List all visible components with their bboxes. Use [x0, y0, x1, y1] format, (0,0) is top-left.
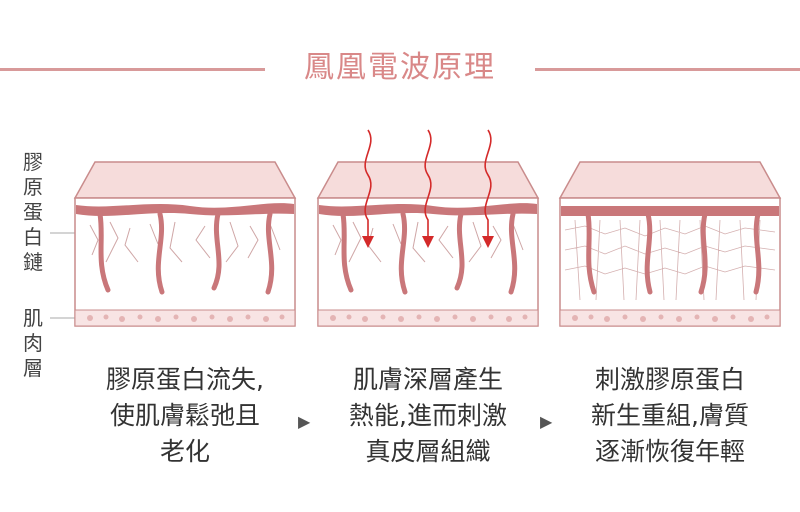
- collagen-label: 膠 原 蛋 白 鏈: [20, 150, 46, 275]
- step-arrow-icon: ▶: [298, 412, 311, 431]
- muscle-layer: [559, 309, 781, 327]
- blood-vessel: [585, 211, 597, 295]
- collagen-label-char: 蛋: [23, 200, 43, 224]
- page-title: 鳳凰電波原理: [304, 50, 496, 85]
- caption-line: 使肌膚鬆弛且: [109, 401, 260, 430]
- collagen-label-char: 鏈: [23, 250, 43, 274]
- muscle-layer: [74, 309, 296, 327]
- caption-line: 熱能,進而刺激: [349, 401, 507, 430]
- blood-vessel: [644, 211, 653, 295]
- blood-vessel: [340, 211, 354, 293]
- heat-arrowhead: [362, 236, 374, 248]
- muscle-label-char: 肌: [23, 306, 43, 330]
- muscle-dots: [87, 314, 285, 322]
- step-arrow-icon: ▶: [540, 412, 553, 431]
- blood-vessel: [97, 211, 111, 293]
- muscle-label: 肌 肉 層: [20, 306, 46, 381]
- dermis-band: [76, 203, 294, 216]
- collagen-network: [564, 219, 776, 301]
- caption-line: 刺激膠原蛋白: [594, 365, 745, 394]
- blood-vessel: [698, 211, 708, 295]
- muscle-dots: [572, 314, 770, 322]
- collagen-fibers: [89, 221, 281, 263]
- heat-arrowhead: [422, 236, 434, 248]
- muscle-label-char: 肉: [23, 331, 43, 355]
- blood-vessel: [211, 211, 222, 291]
- caption-line: 膠原蛋白流失,: [106, 365, 264, 394]
- skin-panel-renewed: [558, 161, 782, 327]
- skin-panel-aged: [73, 161, 297, 327]
- skin-block: [317, 197, 539, 327]
- caption-line: 逐漸恢復年輕: [594, 437, 745, 466]
- caption-line: 新生重組,膚質: [591, 401, 749, 430]
- title-line-left: [0, 68, 265, 71]
- heat-wave-arrow: [364, 129, 372, 240]
- title-line-right: [535, 68, 800, 71]
- caption-line: 老化: [159, 437, 210, 466]
- epidermis-top: [316, 161, 540, 199]
- epidermis-top: [558, 161, 782, 199]
- heat-arrowhead: [482, 236, 494, 248]
- muscle-layer: [317, 309, 539, 327]
- blood-vessel: [508, 211, 518, 295]
- caption-aged: 膠原蛋白流失, 使肌膚鬆弛且 老化: [75, 362, 295, 470]
- muscle-dots: [330, 314, 528, 322]
- skin-block: [74, 197, 296, 327]
- epidermis-top: [73, 161, 297, 199]
- skin-panel-heating: [316, 129, 540, 327]
- heat-wave-arrow: [424, 129, 432, 240]
- caption-renewed: 刺激膠原蛋白 新生重組,膚質 逐漸恢復年輕: [560, 362, 780, 470]
- heat-wave-arrow: [484, 129, 492, 240]
- blood-vessel: [265, 211, 275, 295]
- skin-block: [559, 197, 781, 327]
- collagen-label-char: 原: [23, 175, 43, 199]
- muscle-label-char: 層: [23, 356, 43, 380]
- dermis-band: [561, 206, 779, 216]
- blood-vessel: [454, 211, 465, 291]
- dermis-band: [319, 203, 537, 216]
- blood-vessel: [398, 211, 408, 295]
- collagen-label-char: 膠: [23, 150, 43, 174]
- blood-vessel: [155, 211, 165, 295]
- collagen-label-char: 白: [23, 225, 43, 249]
- blood-vessel: [753, 211, 762, 295]
- caption-line: 肌膚深層產生: [352, 365, 503, 394]
- caption-line: 真皮層組織: [365, 437, 491, 466]
- caption-heating: 肌膚深層產生 熱能,進而刺激 真皮層組織: [318, 362, 538, 470]
